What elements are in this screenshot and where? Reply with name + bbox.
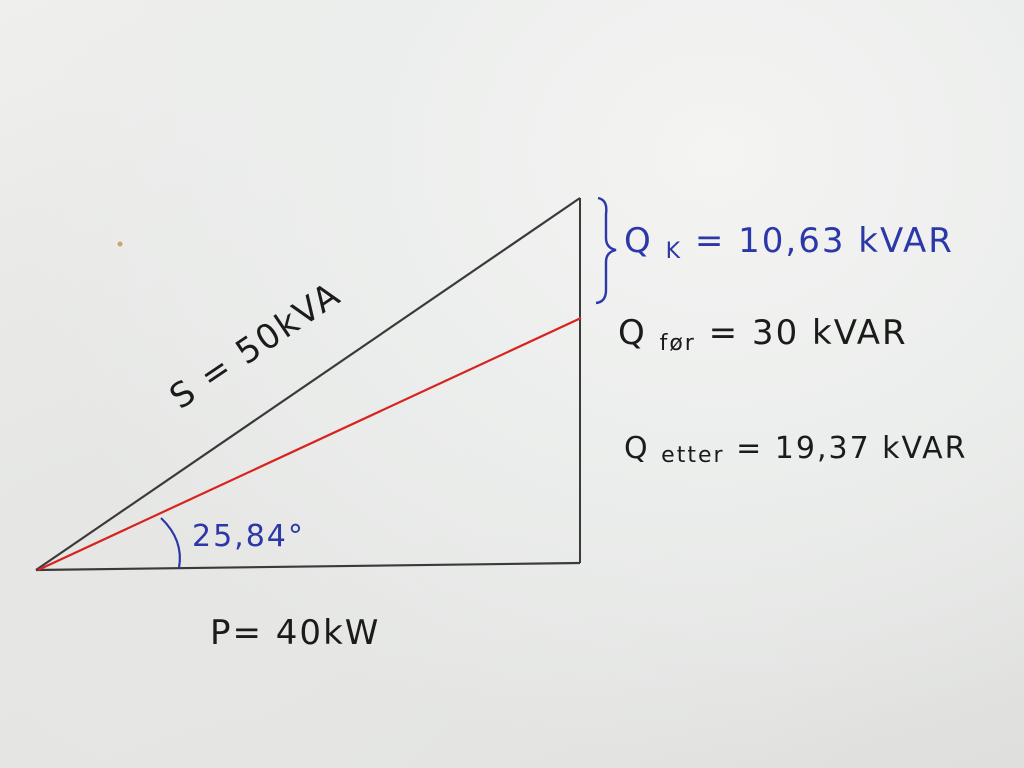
qfor-value: = 30 kVAR <box>709 313 908 353</box>
qk-value: = 10,63 kVAR <box>695 221 954 261</box>
qetter-label: Q etter = 19,37 kVAR <box>624 431 968 470</box>
paper-stain <box>117 241 123 247</box>
qk-main: Q <box>624 221 653 261</box>
qk-label: Q K = 10,63 kVAR <box>624 221 954 267</box>
angle-label: 25,84° <box>192 519 305 554</box>
qfor-subscript: før <box>660 331 696 356</box>
p-label: P= 40kW <box>210 613 380 653</box>
qk-subscript: K <box>666 239 682 264</box>
qetter-value: = 19,37 kVAR <box>736 431 967 466</box>
qetter-subscript: etter <box>661 443 724 468</box>
s-label: S = 50kVA <box>163 274 349 417</box>
angle-arc <box>160 517 181 569</box>
qk-brace <box>595 196 617 305</box>
qetter-main: Q <box>624 431 650 466</box>
compensated-s-line <box>37 317 582 571</box>
qfor-main: Q <box>618 313 647 353</box>
qfor-label: Q før = 30 kVAR <box>618 313 908 359</box>
hypotenuse-s-line <box>35 197 581 571</box>
base-p-line <box>35 561 581 572</box>
